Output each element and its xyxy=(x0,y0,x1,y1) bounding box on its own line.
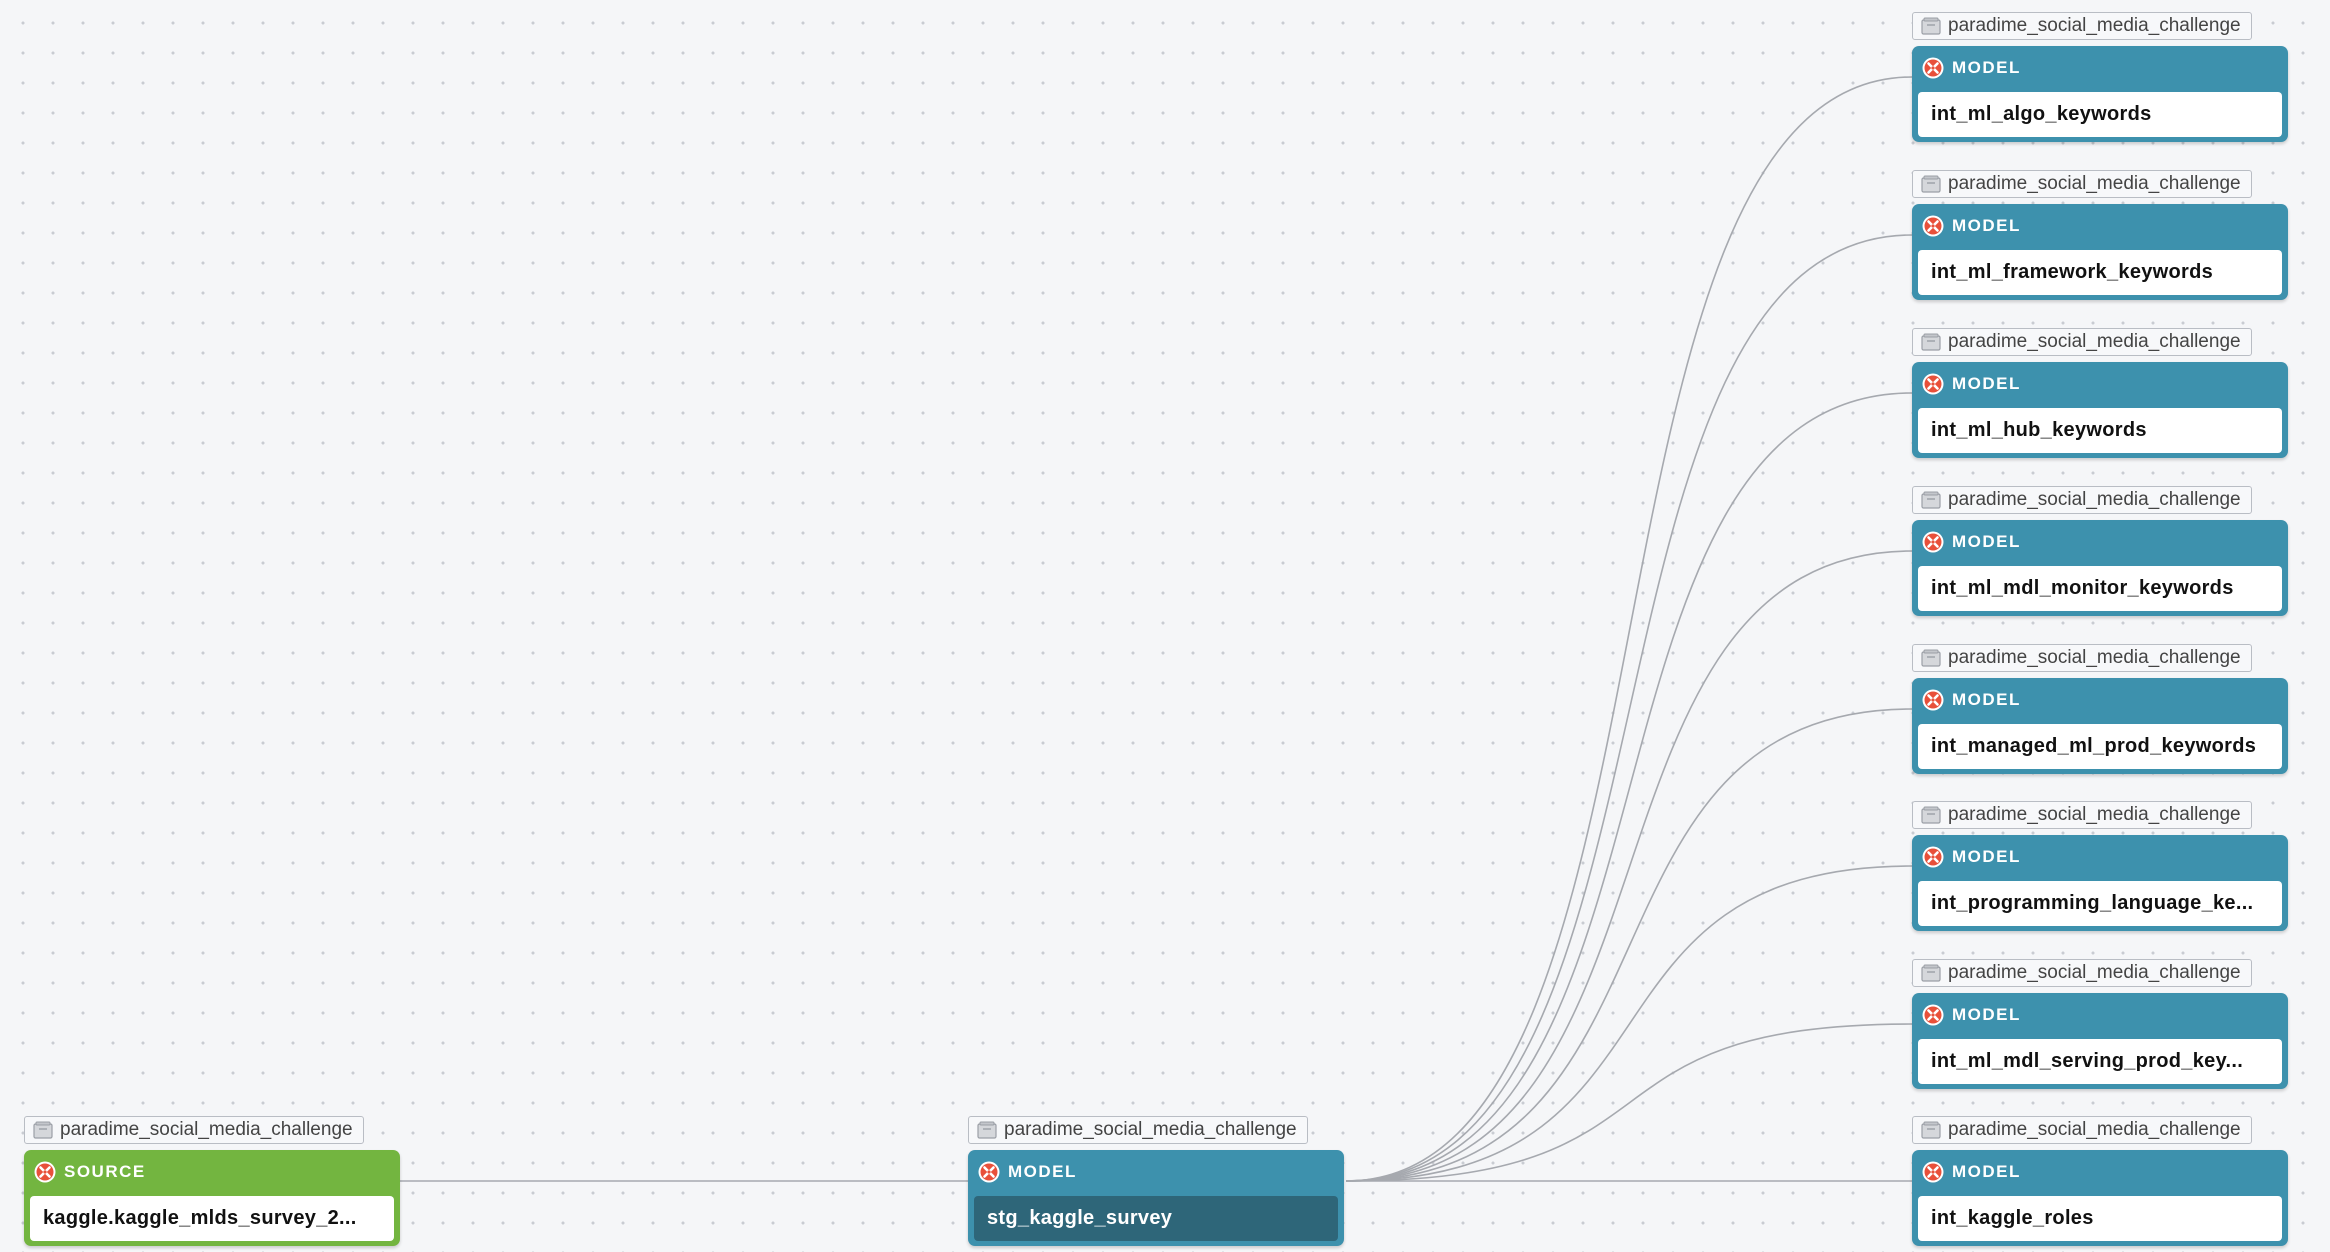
node-type-label: MODEL xyxy=(1952,1005,2021,1024)
node-name[interactable]: kaggle.kaggle_mlds_survey_2... xyxy=(30,1196,394,1241)
lineage-node-int-ml-mdl-serving-prod[interactable]: paradime_social_media_challenge MODEL in… xyxy=(1912,959,2288,1089)
lineage-node-int-ml-mdl-monitor-keywords[interactable]: paradime_social_media_challenge MODEL in… xyxy=(1912,486,2288,616)
dbt-logo-icon xyxy=(1922,689,1944,711)
node-name[interactable]: int_ml_algo_keywords xyxy=(1918,92,2282,137)
dbt-logo-icon xyxy=(34,1161,56,1183)
node-card[interactable]: MODEL int_ml_mdl_monitor_keywords xyxy=(1912,520,2288,616)
node-name[interactable]: int_ml_mdl_serving_prod_key... xyxy=(1918,1039,2282,1084)
project-name: paradime_social_media_challenge xyxy=(1948,804,2241,825)
node-name[interactable]: int_ml_framework_keywords xyxy=(1918,250,2282,295)
database-icon xyxy=(1921,175,1941,193)
node-type-label: MODEL xyxy=(1952,374,2021,393)
database-icon xyxy=(1921,17,1941,35)
node-name[interactable]: int_managed_ml_prod_keywords xyxy=(1918,724,2282,769)
project-name: paradime_social_media_challenge xyxy=(1948,15,2241,36)
node-type-label: MODEL xyxy=(1952,58,2021,77)
project-name: paradime_social_media_challenge xyxy=(1948,489,2241,510)
project-tag: paradime_social_media_challenge xyxy=(1912,328,2252,356)
node-type-label: MODEL xyxy=(1952,690,2021,709)
node-type-label: SOURCE xyxy=(64,1162,146,1181)
node-card[interactable]: MODEL int_programming_language_ke... xyxy=(1912,835,2288,931)
project-tag: paradime_social_media_challenge xyxy=(1912,486,2252,514)
node-card[interactable]: MODEL int_managed_ml_prod_keywords xyxy=(1912,678,2288,774)
dbt-logo-icon xyxy=(1922,215,1944,237)
project-name: paradime_social_media_challenge xyxy=(1948,331,2241,352)
project-name: paradime_social_media_challenge xyxy=(1948,962,2241,983)
dbt-logo-icon xyxy=(1922,57,1944,79)
project-name: paradime_social_media_challenge xyxy=(1948,1119,2241,1140)
project-name: paradime_social_media_challenge xyxy=(1004,1119,1297,1140)
lineage-node-int-managed-ml-prod-keywords[interactable]: paradime_social_media_challenge MODEL in… xyxy=(1912,644,2288,774)
dbt-logo-icon xyxy=(1922,531,1944,553)
edge-stg-to-int-ml-hub-keywords xyxy=(1345,392,1913,1182)
edge-stg-to-int-managed-ml-prod-keywords xyxy=(1345,708,1913,1182)
database-icon xyxy=(1921,806,1941,824)
project-name: paradime_social_media_challenge xyxy=(1948,647,2241,668)
node-type-label: MODEL xyxy=(1952,216,2021,235)
database-icon xyxy=(33,1121,53,1139)
dbt-logo-icon xyxy=(978,1161,1000,1183)
node-card[interactable]: MODEL int_ml_mdl_serving_prod_key... xyxy=(1912,993,2288,1089)
project-name: paradime_social_media_challenge xyxy=(1948,173,2241,194)
dbt-logo-icon xyxy=(1922,1004,1944,1026)
node-name[interactable]: int_ml_hub_keywords xyxy=(1918,408,2282,453)
database-icon xyxy=(1921,333,1941,351)
node-card[interactable]: MODEL int_ml_hub_keywords xyxy=(1912,362,2288,458)
lineage-node-int-ml-hub-keywords[interactable]: paradime_social_media_challenge MODEL in… xyxy=(1912,328,2288,458)
database-icon xyxy=(1921,649,1941,667)
database-icon xyxy=(977,1121,997,1139)
node-card[interactable]: SOURCE kaggle.kaggle_mlds_survey_2... xyxy=(24,1150,400,1246)
project-tag: paradime_social_media_challenge xyxy=(1912,959,2252,987)
project-name: paradime_social_media_challenge xyxy=(60,1119,353,1140)
node-name[interactable]: stg_kaggle_survey xyxy=(974,1196,1338,1241)
edge-stg-to-int-programming-language xyxy=(1345,865,1913,1182)
database-icon xyxy=(1921,1121,1941,1139)
node-card[interactable]: MODEL int_ml_framework_keywords xyxy=(1912,204,2288,300)
node-card[interactable]: MODEL int_kaggle_roles xyxy=(1912,1150,2288,1246)
dbt-logo-icon xyxy=(1922,846,1944,868)
database-icon xyxy=(1921,491,1941,509)
lineage-node-stg-kaggle-survey[interactable]: paradime_social_media_challenge MODEL st… xyxy=(968,1116,1344,1246)
project-tag: paradime_social_media_challenge xyxy=(968,1116,1308,1144)
node-name[interactable]: int_programming_language_ke... xyxy=(1918,881,2282,926)
project-tag: paradime_social_media_challenge xyxy=(1912,801,2252,829)
edge-stg-to-int-ml-algo-keywords xyxy=(1345,76,1913,1182)
project-tag: paradime_social_media_challenge xyxy=(1912,170,2252,198)
project-tag: paradime_social_media_challenge xyxy=(1912,644,2252,672)
lineage-node-int-kaggle-roles[interactable]: paradime_social_media_challenge MODEL in… xyxy=(1912,1116,2288,1246)
lineage-node-int-ml-algo-keywords[interactable]: paradime_social_media_challenge MODEL in… xyxy=(1912,12,2288,142)
edge-stg-to-int-ml-mdl-monitor-keywords xyxy=(1345,550,1913,1182)
edge-stg-to-int-ml-framework-keywords xyxy=(1345,234,1913,1182)
lineage-node-int-ml-framework-keywords[interactable]: paradime_social_media_challenge MODEL in… xyxy=(1912,170,2288,300)
dbt-logo-icon xyxy=(1922,373,1944,395)
node-name[interactable]: int_ml_mdl_monitor_keywords xyxy=(1918,566,2282,611)
project-tag: paradime_social_media_challenge xyxy=(1912,12,2252,40)
node-card[interactable]: MODEL stg_kaggle_survey xyxy=(968,1150,1344,1246)
node-type-label: MODEL xyxy=(1952,1162,2021,1181)
lineage-node-source[interactable]: paradime_social_media_challenge SOURCE k… xyxy=(24,1116,400,1246)
lineage-node-int-programming-language[interactable]: paradime_social_media_challenge MODEL in… xyxy=(1912,801,2288,931)
dbt-logo-icon xyxy=(1922,1161,1944,1183)
edge-stg-to-int-ml-mdl-serving-prod xyxy=(1345,1023,1913,1182)
node-type-label: MODEL xyxy=(1952,847,2021,866)
database-icon xyxy=(1921,964,1941,982)
node-name[interactable]: int_kaggle_roles xyxy=(1918,1196,2282,1241)
project-tag: paradime_social_media_challenge xyxy=(24,1116,364,1144)
node-type-label: MODEL xyxy=(1952,532,2021,551)
node-type-label: MODEL xyxy=(1008,1162,1077,1181)
node-card[interactable]: MODEL int_ml_algo_keywords xyxy=(1912,46,2288,142)
project-tag: paradime_social_media_challenge xyxy=(1912,1116,2252,1144)
